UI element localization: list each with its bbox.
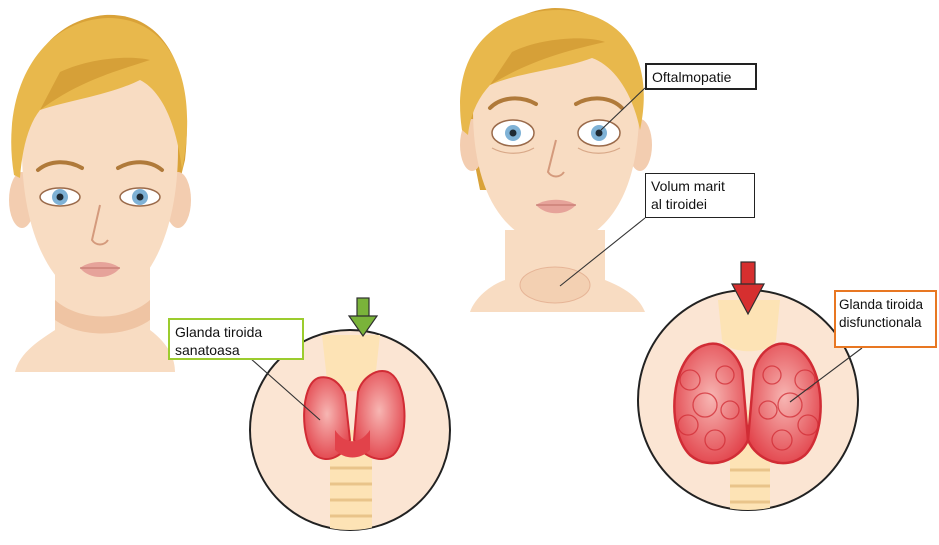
- healthy-face: [9, 15, 191, 372]
- goiter-bulge: [520, 267, 590, 303]
- enlarged-thyroid-label: Volum marit al tiroidei: [645, 173, 755, 218]
- thyroid-lobe-right: [748, 344, 821, 463]
- dysfunctional-thyroid-label: Glanda tiroida disfunctionala: [834, 290, 937, 348]
- disease-thyroid-circle: [638, 262, 858, 520]
- ophthalmopathy-label: Oftalmopatie: [645, 63, 757, 90]
- healthy-thyroid-label: Glanda tiroida sanatoasa: [168, 318, 304, 360]
- disease-face: [460, 8, 652, 312]
